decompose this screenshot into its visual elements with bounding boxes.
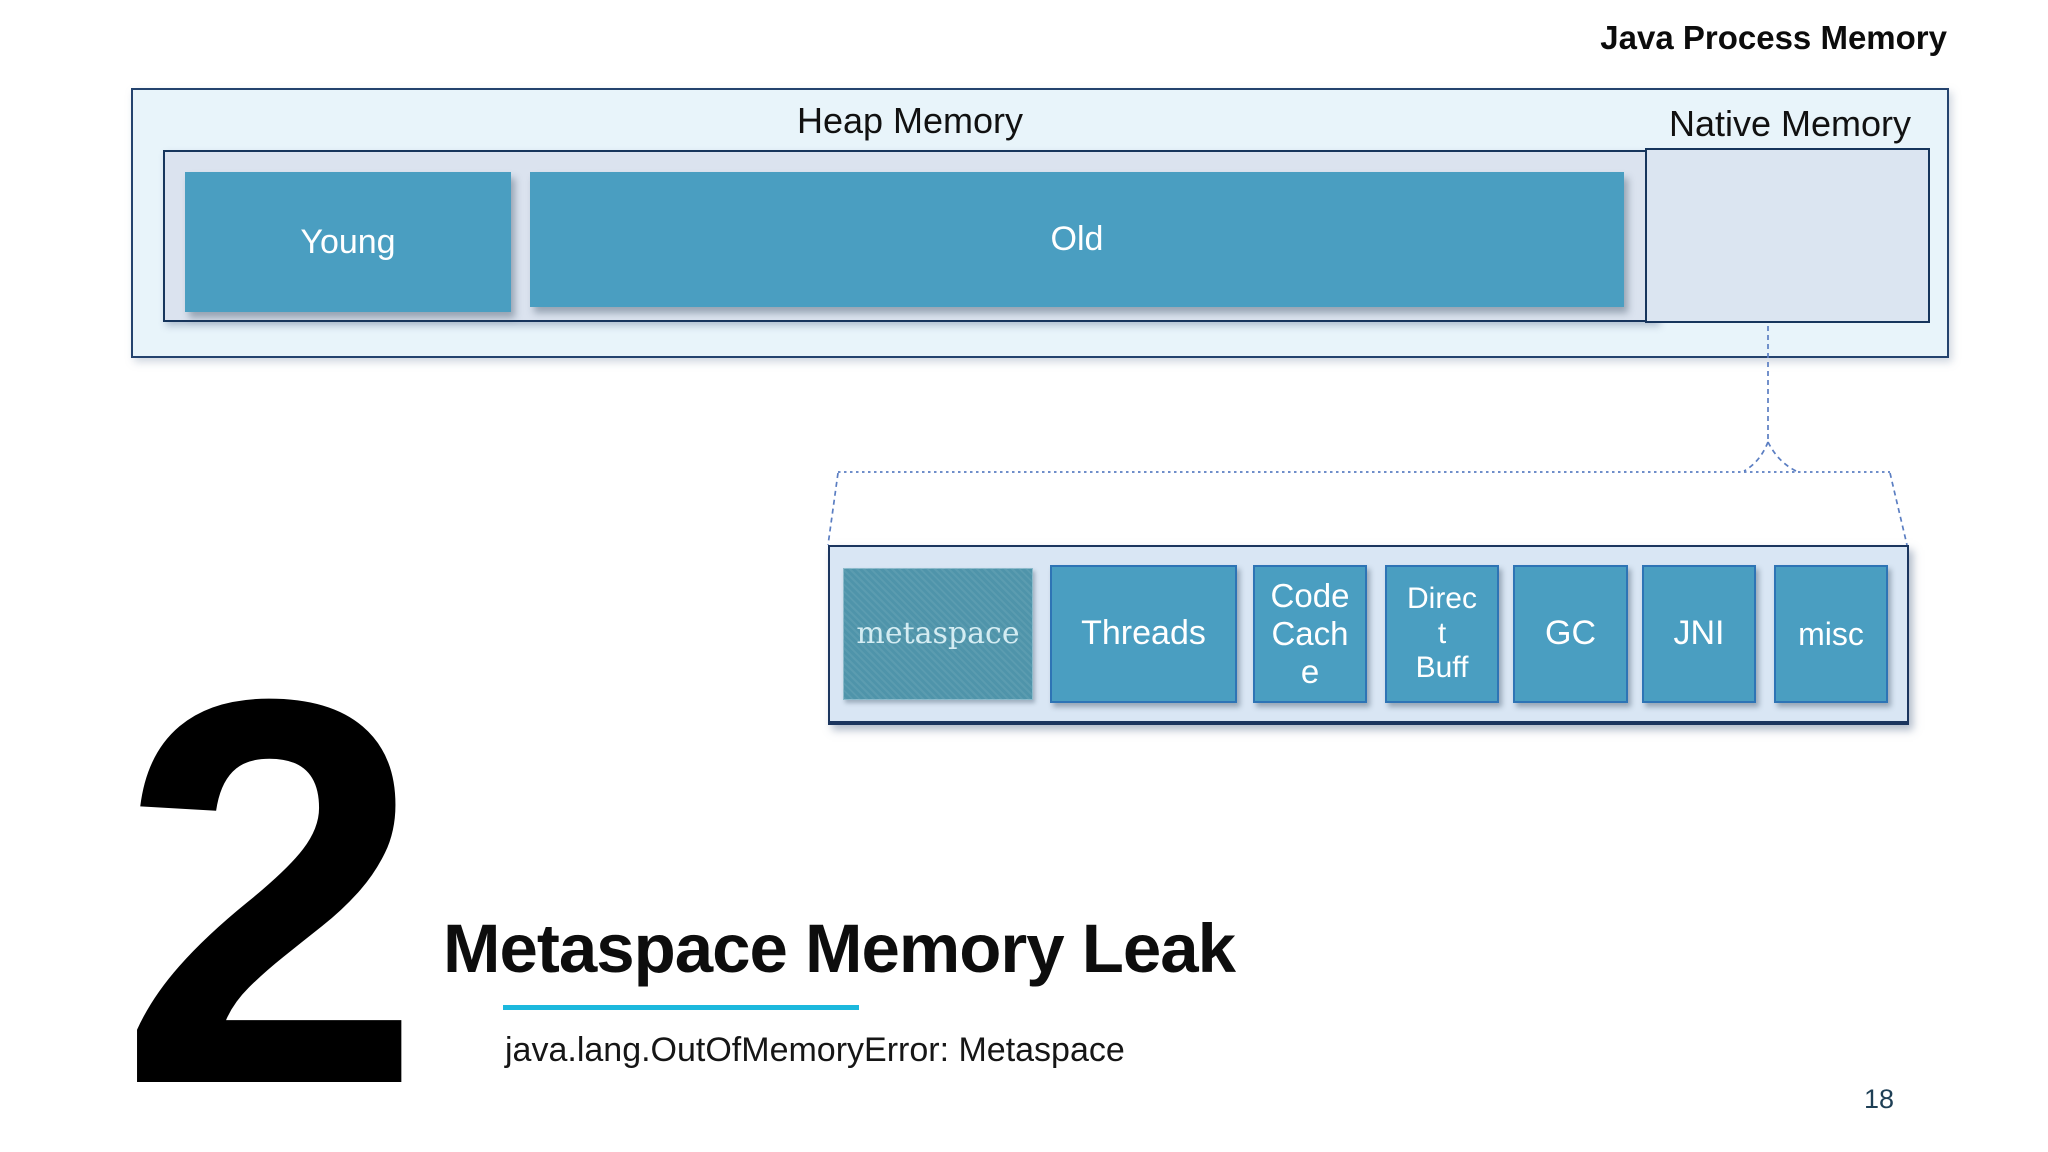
old-generation-label: Old <box>1050 220 1104 258</box>
threads-label: Threads <box>1081 614 1206 653</box>
native-component-code-cache: Code Cach e <box>1253 565 1367 703</box>
section-number: 2 <box>118 586 423 1152</box>
slide-header-title: Java Process Memory <box>1600 19 1947 56</box>
young-generation-box: Young <box>185 172 511 312</box>
native-memory-region-box <box>1645 148 1930 323</box>
slide-title: Metaspace Memory Leak <box>443 910 1236 987</box>
native-component-gc: GC <box>1513 565 1628 703</box>
native-component-direct-buffer: Direc t Buff <box>1385 565 1499 703</box>
native-component-metaspace: metaspace <box>843 568 1033 700</box>
native-memory-label: Native Memory <box>1668 103 1912 144</box>
error-message-text: java.lang.OutOfMemoryError: Metaspace <box>505 1031 1125 1069</box>
heap-memory-label: Heap Memory <box>796 100 1024 141</box>
title-underline <box>503 1005 859 1010</box>
old-generation-box: Old <box>530 172 1624 307</box>
code-cache-label: Code Cach e <box>1270 577 1350 690</box>
native-component-misc: misc <box>1774 565 1888 703</box>
metaspace-label: metaspace <box>856 615 1020 651</box>
misc-label: misc <box>1798 615 1864 652</box>
jni-label: JNI <box>1673 614 1725 653</box>
native-component-threads: Threads <box>1050 565 1237 703</box>
page-number: 18 <box>1864 1084 1895 1114</box>
young-generation-label: Young <box>300 222 396 261</box>
native-component-jni: JNI <box>1642 565 1756 703</box>
gc-label: GC <box>1545 614 1596 653</box>
direct-buffer-label: Direc t Buff <box>1406 582 1477 685</box>
